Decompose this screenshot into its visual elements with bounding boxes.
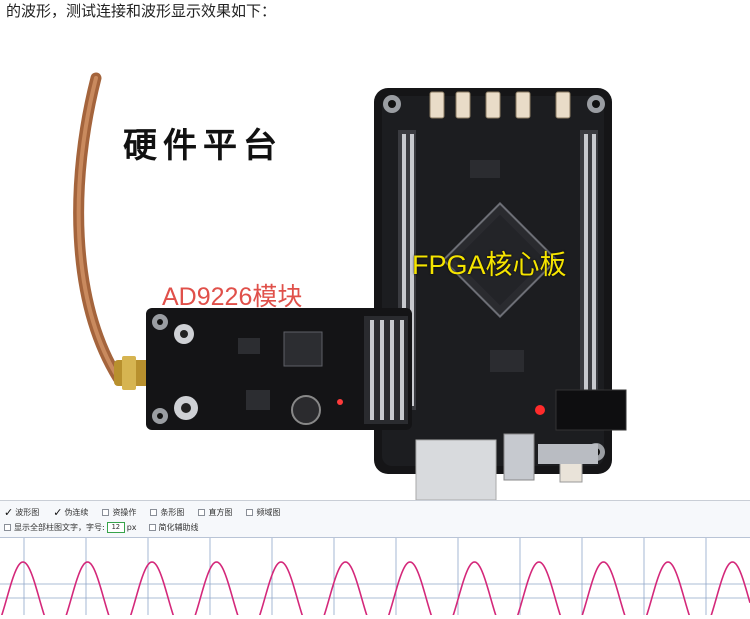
toolbar-operation[interactable]: 资操作	[102, 507, 136, 518]
board-photo-illustration	[73, 72, 627, 501]
hardware-photo	[0, 60, 750, 501]
toolbar-bar-chart[interactable]: 条形图	[150, 507, 184, 518]
toolbar-label: 条形图	[160, 507, 185, 517]
checkmark-icon: ✓	[4, 505, 14, 519]
intro-text: 的波形，测试连接和波形显示效果如下：	[6, 2, 277, 20]
checkbox-icon	[150, 508, 158, 516]
waveform-canvas	[0, 538, 750, 619]
checkbox-icon	[102, 508, 110, 516]
toolbar-pseudo-continuous[interactable]: ✓ 伪连续	[53, 507, 88, 518]
toolbar-frequency[interactable]: 频域图	[246, 507, 280, 518]
simplify-label: 简化辅助线	[158, 522, 199, 532]
toolbar-histogram[interactable]: 直方图	[198, 507, 232, 518]
font-size-unit: px	[126, 522, 137, 532]
ad9226-module-label: AD9226模块	[162, 283, 303, 311]
display-options-row: 显示全部柱图文字，字号: 12 px 简化辅助线	[4, 521, 199, 533]
show-text-label: 显示全部柱图文字，字号:	[14, 522, 105, 532]
checkmark-icon: ✓	[53, 505, 63, 519]
sine-waveform-trace	[0, 561, 750, 619]
toolbar-label: 频域图	[256, 507, 281, 517]
waveform-panel: ✓ 波形图 ✓ 伪连续 资操作 条形图 直方图 频域图 显示全部柱图文字，字号:…	[0, 500, 750, 619]
hardware-platform-title: 硬件平台	[123, 126, 283, 166]
font-size-input[interactable]: 12	[106, 521, 125, 533]
simplify-checkbox[interactable]	[148, 523, 156, 531]
toolbar-label: 直方图	[208, 507, 233, 517]
view-toolbar: ✓ 波形图 ✓ 伪连续 资操作 条形图 直方图 频域图	[4, 505, 294, 519]
toolbar-waveform[interactable]: ✓ 波形图	[4, 507, 39, 518]
checkbox-icon	[198, 508, 206, 516]
toolbar-label: 波形图	[15, 507, 40, 517]
fpga-board-label: FPGA核心板	[412, 250, 567, 280]
toolbar-label: 伪连续	[64, 507, 89, 517]
toolbar-label: 资操作	[112, 507, 137, 517]
waveform-plot	[0, 537, 750, 619]
show-text-checkbox[interactable]	[4, 523, 11, 531]
checkbox-icon	[246, 508, 254, 516]
